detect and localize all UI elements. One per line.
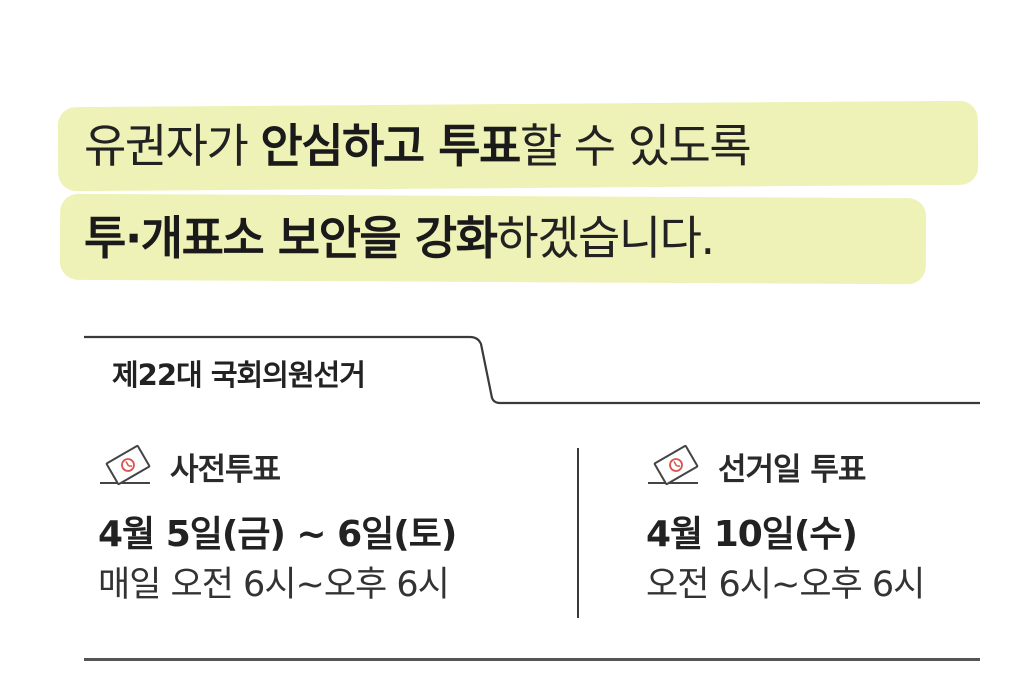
headline-line-2: 투·개표소 보안을 강화하겠습니다. — [84, 208, 715, 268]
early-voting-header: 사전투표 — [98, 440, 456, 492]
bottom-divider — [84, 658, 980, 661]
election-day-column: 선거일 투표 4월 10일(수) 오전 6시~오후 6시 — [646, 440, 925, 606]
early-voting-date: 4월 5일(금) ~ 6일(토) — [98, 514, 457, 555]
ballot-box-icon — [100, 444, 151, 486]
early-voting-label: 사전투표 — [170, 451, 281, 488]
column-divider — [577, 448, 579, 618]
headline-line-1: 유권자가 안심하고 투표할 수 있도록 — [84, 116, 752, 176]
election-day-time: 오전 6시~오후 6시 — [646, 565, 925, 605]
election-title: 제22대 국회의원선거 — [112, 358, 366, 392]
headline-line2-part2: 하겠습니다. — [496, 211, 715, 265]
headline-line1-part2: 할 수 있도록 — [519, 119, 752, 173]
early-voting-time: 매일 오전 6시~오후 6시 — [98, 565, 450, 605]
headline-line2-bold: 투·개표소 보안을 강화 — [84, 211, 498, 265]
election-day-date: 4월 10일(수) — [646, 514, 858, 555]
ballot-box-icon — [648, 444, 699, 486]
election-day-header: 선거일 투표 — [646, 440, 924, 492]
early-voting-column: 사전투표 4월 5일(금) ~ 6일(토) 매일 오전 6시~오후 6시 — [98, 440, 457, 606]
tab-outline-path — [84, 335, 980, 405]
headline-line1-bold: 안심하고 투표 — [260, 119, 521, 173]
headline-section: 유권자가 안심하고 투표할 수 있도록 투·개표소 보안을 강화하겠습니다. — [0, 0, 1012, 300]
election-day-label: 선거일 투표 — [718, 451, 866, 488]
headline-line1-part1: 유권자가 — [84, 119, 261, 173]
